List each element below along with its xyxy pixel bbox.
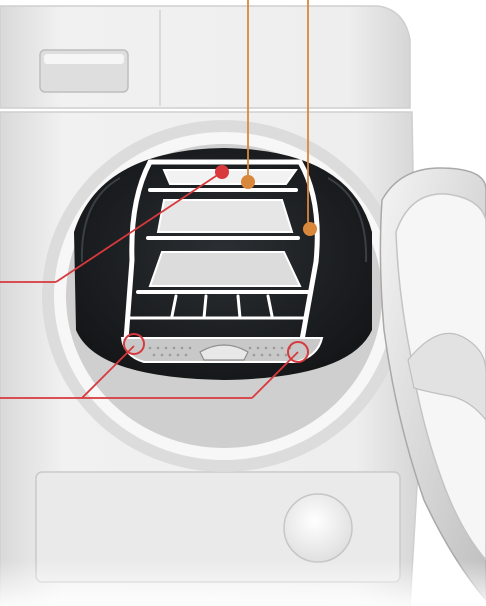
rack-front-marker-dot (215, 165, 229, 179)
rack-top-marker-dot (241, 175, 255, 189)
filter-cover-knob (284, 494, 352, 562)
rack-side-marker-dot (303, 222, 317, 236)
detergent-drawer-handle (40, 50, 128, 92)
